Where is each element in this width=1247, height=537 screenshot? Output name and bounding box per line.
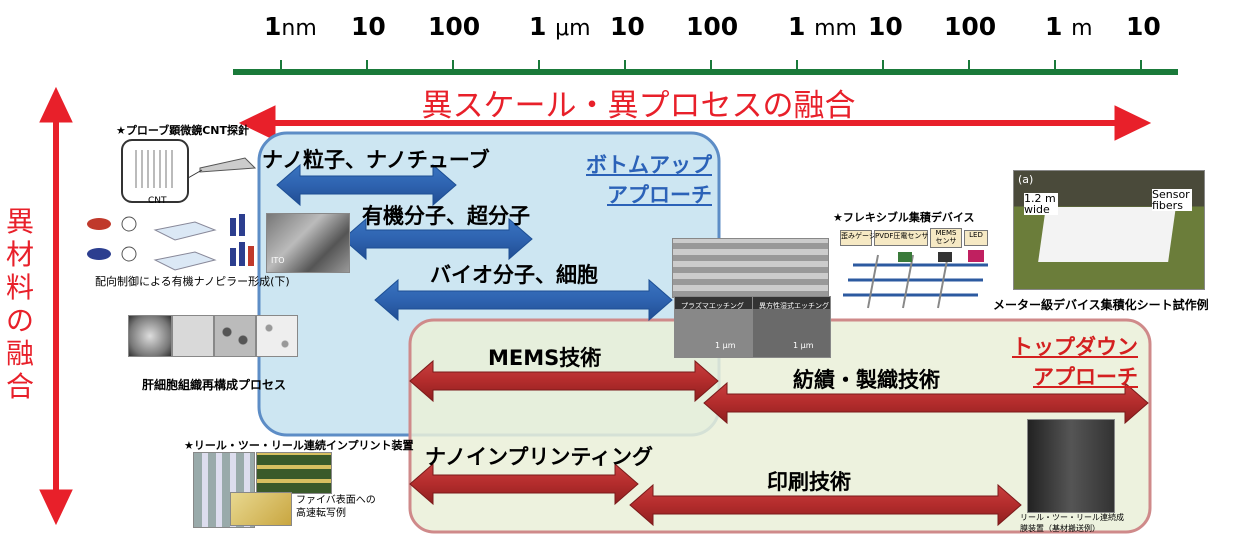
part-pvdf-sensor: PVDF圧電センサ xyxy=(874,230,928,246)
mems-sem-top-image xyxy=(672,238,829,298)
red-arrow-nanoimprint xyxy=(409,462,639,506)
sensor-sheet xyxy=(1038,207,1176,262)
scale-axis xyxy=(233,60,1178,75)
mems-etch-image-1: プラズマエッチング 1 μm xyxy=(674,296,753,358)
tick-100mm: 100 xyxy=(944,12,997,41)
tick-100um: 100 xyxy=(686,12,739,41)
tick-1nm: 1nm xyxy=(264,12,317,41)
r2r-caption: ★リール・ツー・リール連続インプリント装置 xyxy=(184,439,414,452)
blue-arrow-organic xyxy=(342,217,533,261)
liver-caption: 肝細胞組織再構成プロセス xyxy=(142,378,287,392)
part-strain-gauge: 歪みゲージ xyxy=(840,230,876,246)
organic-caption: 配向制御による有機ナノピラー形成(下) xyxy=(95,275,290,288)
liver-cell-image-2 xyxy=(214,315,256,357)
probe-caption: ★プローブ顕微鏡CNT探針 xyxy=(116,124,249,137)
fiber-imprint-image xyxy=(256,452,332,494)
blue-arrow-nanoparticle xyxy=(276,163,457,207)
red-arrow-printing xyxy=(629,483,1022,527)
label-organic: 有機分子、超分子 xyxy=(362,204,530,228)
scale-fusion-label: 異スケール・異プロセスの融合 xyxy=(421,88,856,124)
label-printing: 印刷技術 xyxy=(767,470,851,494)
tick-1mm: 1 mm xyxy=(788,12,857,41)
blue-arrow-bio xyxy=(374,278,673,322)
tick-10m: 10 xyxy=(1126,12,1161,41)
tick-10mm: 10 xyxy=(868,12,903,41)
fiber-surface-caption: ファイバ表面への 高速転写例 xyxy=(296,495,376,519)
material-fusion-arrow xyxy=(39,86,73,526)
red-arrow-mems xyxy=(409,359,719,403)
fiber-spool-photo xyxy=(230,492,292,526)
sem-pillar-image: ITO xyxy=(266,213,350,273)
bottom-up-title: ボトムアップアプローチ xyxy=(586,153,712,207)
probe-cnt-figure xyxy=(121,139,257,203)
mems-etch-image-2: 異方性湿式エッチング 1 μm xyxy=(752,296,831,358)
tick-1um: 1 μm xyxy=(529,12,591,41)
label-bio: バイオ分子、細胞 xyxy=(430,263,598,287)
tick-1m: 1 m xyxy=(1045,12,1093,41)
material-fusion-label: 異材料の融合 xyxy=(5,205,34,403)
part-mems-sensor: MEMS センサ xyxy=(930,228,962,248)
r2r-film-machine-photo xyxy=(1027,419,1115,513)
liver-dish-image xyxy=(128,315,172,357)
flexible-caption: ★フレキシブル集積デバイス xyxy=(833,211,975,224)
label-textile: 紡績・製織技術 xyxy=(793,368,940,392)
top-down-title: トップダウンアプローチ xyxy=(1012,335,1138,389)
liver-cell-image-3 xyxy=(256,315,298,357)
tick-10nm: 10 xyxy=(351,12,386,41)
liver-cell-image-1 xyxy=(172,315,214,357)
red-arrow-textile xyxy=(703,381,1149,425)
label-nanoparticle: ナノ粒子、ナノチューブ xyxy=(262,148,490,172)
meter-caption: メーター級デバイス集積化シート試作例 xyxy=(993,298,1209,312)
part-led: LED xyxy=(964,230,988,246)
label-mems: MEMS技術 xyxy=(488,346,602,370)
tick-100nm: 100 xyxy=(428,12,481,41)
label-nanoimprint: ナノインプリンティング xyxy=(425,445,654,469)
organic-nanopillar-figure xyxy=(87,214,254,271)
meter-sheet-photo: (a) 1.2 m wide Sensor fibers xyxy=(1013,170,1205,290)
tick-10um: 10 xyxy=(610,12,645,41)
probe-cnt-label: CNT xyxy=(148,196,167,206)
scale-fusion-arrow xyxy=(238,105,1152,141)
flexible-device-figure xyxy=(843,250,988,309)
r2r-film-caption: リール・ツー・リール連続成膜装置（基材搬送例） xyxy=(1020,513,1124,533)
